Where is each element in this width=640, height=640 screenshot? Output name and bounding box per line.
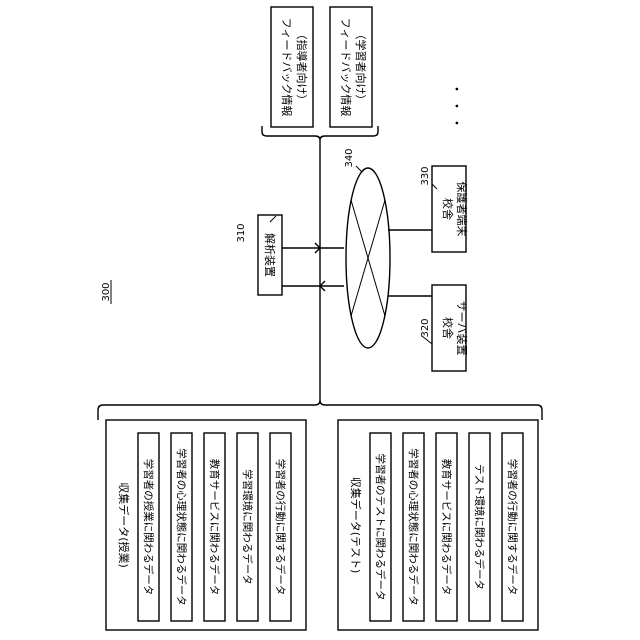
test-item-label: 学習者の行動に関するデータ [506,459,519,596]
collected-data-class-group: 収集データ(授業) 学習者の授業に関わるデータ 学習者の心理状態に関わるデータ … [106,420,306,630]
feedback-learner: フィードバック情報 （学習者向け） [330,7,372,127]
class-item-label: 教育サービスに関わるデータ [208,459,221,596]
test-item-label: テスト環境に関わるデータ [473,464,486,590]
svg-text:300: 300 [101,282,112,301]
feedback-instructor: フィードバック情報 （指導者向け） [271,7,313,127]
analysis-device: 解析装置 310 [236,215,282,295]
class-item-label: 学習者の行動に関するデータ [274,459,287,596]
analysis-device-ref: 310 [236,223,247,242]
collected-data-bracket [98,400,542,420]
feedback-instructor-line2: （指導者向け） [295,29,309,106]
class-item-label: 学習者の授業に関わるデータ [142,459,155,596]
network: 340 [344,148,390,348]
test-item-label: 学習者のテストに関わるデータ [374,454,387,601]
guardian-terminal-line2: 保護者端末 [455,182,469,237]
collected-data-test-title: 収集データ(テスト) [349,477,363,574]
figure-number: 300 [101,280,112,304]
server-device: 校舎 サーバ装置 320 [420,285,468,371]
server-line2: サーバ装置 [455,301,468,356]
collected-data-class-title: 収集データ(授業) [117,482,131,568]
test-item-label: 教育サービスに関わるデータ [440,459,453,596]
guardian-terminal-ref: 330 [420,166,431,185]
test-item-label: 学習者の心理状態に関わるデータ [407,448,420,606]
server-line1: 校舎 [441,317,455,339]
feedback-instructor-line1: フィードバック情報 [280,18,293,117]
collected-data-test-group: 収集データ(テスト) 学習者のテストに関わるデータ 学習者の心理状態に関わるデー… [338,420,538,630]
guardian-terminal-line1: 校舎 [441,198,455,220]
feedback-bracket [262,126,378,140]
feedback-learner-line2: （学習者向け） [354,29,368,106]
guardian-terminal: 校舎 保護者端末 330 [420,166,469,252]
class-item-label: 学習者の心理状態に関わるデータ [175,448,188,606]
class-item-label: 学習環境に関わるデータ [241,469,254,585]
server-ref: 320 [420,318,431,337]
more-terminals-ellipsis: ・・・ [448,82,463,133]
analysis-device-label: 解析装置 [263,233,277,277]
feedback-learner-line1: フィードバック情報 [339,18,352,117]
network-ref: 340 [344,148,355,167]
